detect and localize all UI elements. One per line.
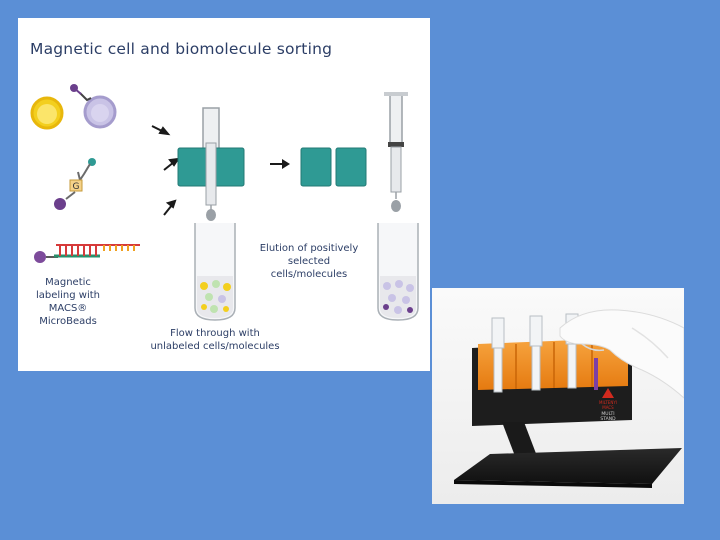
caption-line: unlabeled cells/molecules: [142, 340, 288, 353]
caption-line: Elution of positively: [250, 242, 368, 255]
stand-model-text: STAND: [600, 416, 616, 422]
caption-line: Magnetic: [30, 276, 106, 289]
stand-brand-text: MACS: [602, 405, 614, 410]
multistand-illustration: MILTENYI MACS MULTI STAND: [432, 288, 684, 504]
antibody-letter: G: [73, 182, 80, 192]
antibody-bead-icon: G: [54, 158, 96, 210]
caption-line: selected: [250, 255, 368, 268]
caption-line: Flow through with: [142, 327, 288, 340]
column-right: [384, 92, 408, 212]
caption-line: labeling with: [30, 289, 106, 302]
magnetic-labeling-caption: Magnetic labeling with MACS® MicroBeads: [30, 276, 106, 328]
input-arrows: [152, 126, 178, 215]
caption-line: cells/molecules: [250, 268, 368, 281]
process-arrow: [270, 159, 290, 169]
diagram-panel: Magnetic cell and biomolecule sorting G: [18, 18, 430, 371]
yellow-cell-icon: [32, 98, 62, 128]
flow-through-tube: [195, 223, 235, 320]
oligo-strand-icon: [34, 245, 140, 263]
elution-caption: Elution of positively selected cells/mol…: [250, 242, 368, 281]
labeled-cell-icon: [70, 84, 115, 127]
caption-line: MicroBeads: [30, 315, 106, 328]
caption-line: MACS®: [30, 302, 106, 315]
flow-through-caption: Flow through with unlabeled cells/molecu…: [142, 327, 288, 353]
multistand-photo: MILTENYI MACS MULTI STAND: [432, 288, 684, 504]
column-left: [178, 108, 244, 221]
eluted-tube: [378, 223, 418, 320]
magnet-pair: [301, 148, 366, 186]
